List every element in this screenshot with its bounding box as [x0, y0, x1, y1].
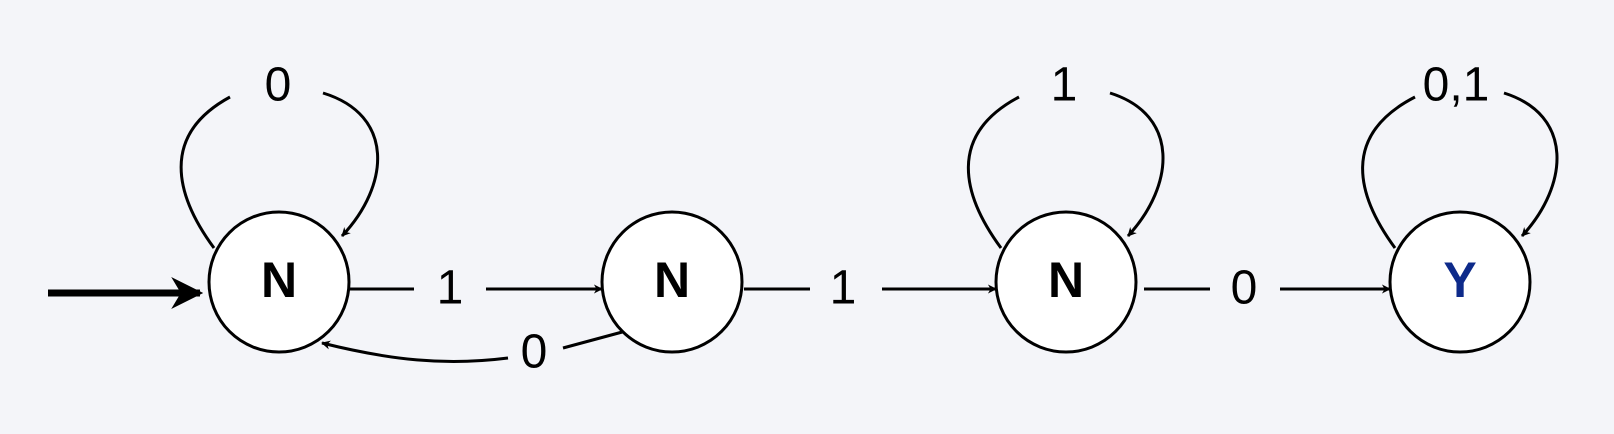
- state-label-s2: N: [1048, 252, 1084, 308]
- state-label-s1: N: [654, 252, 690, 308]
- state-s1: N: [600, 210, 744, 354]
- edge-label-s1-s2: 1: [830, 262, 857, 315]
- edge-label-s2-s2: 1: [1051, 59, 1078, 112]
- state-s3-accept: Y: [1388, 210, 1532, 354]
- self-loop-s0: [179, 91, 380, 249]
- edge-s1-s0: [322, 329, 627, 363]
- state-label-s0: N: [261, 252, 297, 308]
- self-loop-s3: [1361, 91, 1559, 249]
- edge-label-s1-s0: 0: [521, 326, 548, 379]
- self-loop-s2: [966, 91, 1165, 249]
- edge-label-s3-s3: 0,1: [1423, 59, 1490, 112]
- edge-label-s2-s3: 0: [1231, 262, 1258, 315]
- edge-label-s0-s1: 1: [437, 262, 464, 315]
- edge-label-s0-s0: 0: [265, 59, 292, 112]
- state-s0: N: [207, 210, 351, 354]
- state-label-s3: Y: [1443, 252, 1476, 308]
- state-s2: N: [994, 210, 1138, 354]
